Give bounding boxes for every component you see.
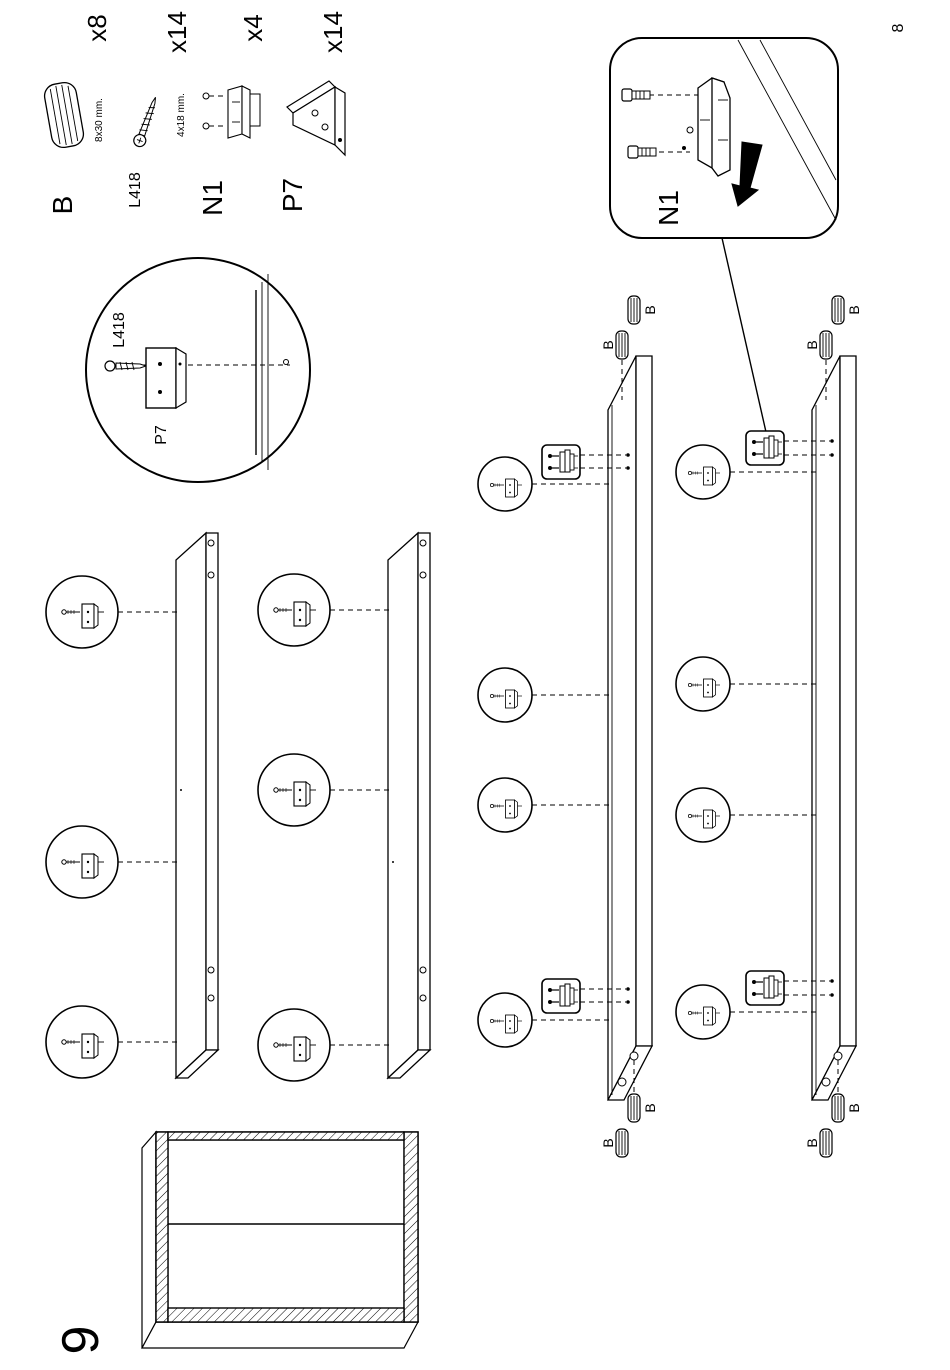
- step-number: 9: [52, 1326, 110, 1355]
- cam-connector-icon: [746, 431, 784, 465]
- wooden-dowel-icon: [628, 296, 640, 324]
- bracket-callout: [478, 993, 532, 1047]
- part-code-b: B: [47, 196, 78, 215]
- dowel-label: B: [804, 340, 820, 349]
- bracket-callout: [478, 778, 532, 832]
- panel-board-left-1: [176, 533, 218, 1078]
- dowel-label: B: [846, 1103, 862, 1112]
- screw-icon: [622, 89, 650, 101]
- wooden-dowel-icon: [820, 1129, 832, 1157]
- bracket-callout: [676, 657, 730, 711]
- angle-bracket-icon: [287, 81, 345, 155]
- dowel-label: B: [600, 340, 616, 349]
- n1-detail-label: N1: [653, 190, 684, 226]
- zoom-label-p7: P7: [153, 425, 170, 445]
- bracket-callouts: [46, 445, 816, 1081]
- screw-icon: [132, 95, 161, 148]
- panel-board-right-1: [608, 356, 652, 1100]
- part-size-l418: 4x18 mm.: [176, 93, 187, 137]
- part-qty-l418: x14: [162, 11, 192, 53]
- callout-leader-line: [722, 238, 766, 432]
- dowel-label: B: [642, 1103, 658, 1112]
- dowel-label: B: [642, 305, 658, 314]
- wooden-dowel-icon: [832, 296, 844, 324]
- part-code-l418: L418: [127, 172, 144, 208]
- part-size-b: 8x30 mm.: [94, 98, 105, 142]
- part-qty-p7: x14: [318, 11, 348, 53]
- cam-connector-icon: [542, 445, 580, 479]
- zoom-detail-bracket: L418 P7: [86, 258, 310, 482]
- connector-callouts: [542, 431, 834, 1013]
- wooden-dowel-icon: [832, 1094, 844, 1122]
- cam-connector-icon: [542, 979, 580, 1013]
- zoom-label-l418: L418: [111, 312, 128, 348]
- part-qty-n1: x4: [238, 14, 268, 41]
- part-qty-b: x8: [82, 14, 112, 41]
- assembled-cabinet-view: [142, 1132, 418, 1348]
- wooden-dowel-icon: [616, 331, 628, 359]
- page-number: 8: [890, 23, 907, 32]
- wooden-dowel-icon: [616, 1129, 628, 1157]
- angle-bracket-icon: [146, 348, 186, 408]
- cam-connector-icon: [746, 971, 784, 1005]
- dowel-label: B: [804, 1138, 820, 1147]
- part-code-n1: N1: [197, 180, 228, 216]
- bracket-callout: [676, 985, 730, 1039]
- bracket-callout: [676, 788, 730, 842]
- bracket-callout: [478, 457, 532, 511]
- bracket-callout: [676, 445, 730, 499]
- dowel-label: B: [846, 305, 862, 314]
- wooden-dowel-icon: [628, 1094, 640, 1122]
- zoom-detail-n1: N1: [610, 38, 838, 238]
- wooden-dowel-icon: [43, 81, 86, 150]
- panel-board-left-2: [388, 533, 430, 1078]
- parts-list: B 8x30 mm. x8 L418 4x18 mm. x14 N1: [43, 11, 348, 216]
- cam-connector-icon: [203, 86, 260, 138]
- screw-icon: [628, 146, 656, 158]
- wooden-dowel-icon: [820, 331, 832, 359]
- bracket-callout: [478, 668, 532, 722]
- part-code-p7: P7: [277, 178, 308, 212]
- panel-board-right-2: [812, 356, 856, 1100]
- dowel-label: B: [600, 1138, 616, 1147]
